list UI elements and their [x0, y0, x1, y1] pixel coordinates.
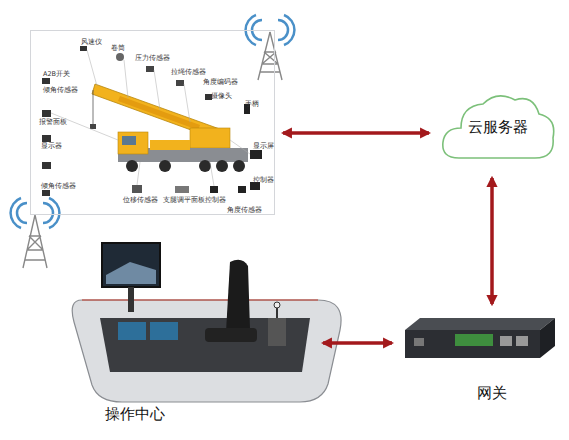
sensor-label: 显示屏: [253, 143, 274, 150]
cab-window: [122, 136, 136, 145]
node-label: 云服务器: [468, 120, 528, 135]
crane-boom-section: [118, 96, 200, 130]
double-arrow: [283, 131, 429, 135]
sensor-icon: [42, 162, 51, 169]
sensor-icon: [250, 150, 262, 159]
hoist-rope: [93, 90, 94, 125]
hook-block: [90, 124, 96, 129]
wheel: [126, 160, 138, 172]
terminal-block: [455, 334, 493, 346]
double-arrow: [323, 341, 392, 345]
antenna-port: [414, 338, 424, 346]
leader-line: [87, 50, 97, 86]
tower-lattice: [258, 32, 282, 80]
wheel: [233, 160, 245, 172]
cloud-server: 云服务器: [437, 86, 560, 170]
joystick-knob: [274, 302, 280, 308]
sensor-icon: [42, 78, 50, 84]
gateway-top: [405, 318, 555, 330]
sensor-label: 摄像头: [211, 93, 232, 100]
gateway-illustration: [405, 318, 555, 358]
gateway: 网关: [400, 312, 560, 407]
sensor-icon: [42, 110, 51, 117]
panel-background: [30, 30, 275, 215]
monitor-screen: [102, 243, 160, 287]
sensor-icon: [176, 80, 184, 86]
monitor-stand: [128, 287, 134, 312]
sensor-label: 报警面板: [39, 119, 67, 126]
cloud-shape: [443, 96, 554, 158]
seat-back: [226, 260, 250, 332]
sensor-label: 控制器: [205, 197, 226, 204]
sensor-icon: [210, 186, 218, 193]
operation-center: 操作中心: [65, 250, 315, 430]
crane-sensor-panel: 风速仪卷筒压力传感器拉绳传感器角度编码器摄像头手柄A2B开关倾角传感器报警面板显…: [30, 30, 275, 215]
leader-line: [210, 162, 214, 186]
truck-cab: [118, 132, 148, 154]
gateway-front: [405, 330, 540, 358]
sensor-label: 压力传感器: [135, 55, 170, 62]
leader-line: [51, 113, 118, 140]
wheel: [159, 160, 171, 172]
sensor-label: 倾角传感器: [41, 183, 76, 190]
sensor-icon: [42, 135, 51, 142]
sensor-label: 控制器: [253, 177, 274, 184]
seat-cushion: [205, 328, 257, 342]
node-label: 网关: [477, 386, 507, 401]
sensor-icon: [132, 185, 142, 193]
wheel: [199, 160, 211, 172]
leader-line: [154, 70, 160, 110]
sensor-icon: [205, 94, 212, 100]
sensor-label: 拉绳传感器: [171, 69, 206, 76]
tower-lattice: [23, 215, 47, 268]
antenna-tower: [246, 15, 295, 80]
leader-line: [124, 60, 128, 98]
crane-illustration: [42, 46, 262, 196]
sensor-icon: [175, 186, 189, 193]
control-panel: [150, 322, 178, 340]
console-base: [72, 300, 341, 402]
sensor-label: 角度传感器: [227, 207, 262, 214]
sensor-icon: [116, 53, 124, 61]
double-arrow: [490, 178, 494, 304]
leader-line: [137, 162, 140, 185]
sensor-icon: [238, 186, 246, 193]
screen-image: [106, 262, 156, 284]
console-trim: [82, 300, 318, 301]
console-cockpit: [100, 318, 310, 372]
leader-lines: [51, 50, 250, 186]
network-port: [516, 336, 528, 346]
node-label: 操作中心: [105, 407, 165, 422]
sensor-label: 角度编码器: [203, 79, 238, 86]
console-illustration: [72, 243, 341, 402]
armrest-console: [268, 318, 286, 346]
sensor-label: 风速仪: [81, 39, 102, 46]
sensor-label: 手柄: [245, 101, 259, 108]
leader-line: [184, 84, 190, 122]
wheel: [216, 160, 228, 172]
control-panel: [118, 322, 146, 340]
signal-waves: [11, 198, 60, 228]
gateway-side: [540, 318, 555, 358]
truck-body: [150, 140, 190, 150]
sensor-icon: [42, 190, 50, 196]
crane-turret: [190, 128, 230, 148]
network-port: [500, 336, 512, 346]
sensor-label: 卷筒: [111, 45, 125, 52]
sensor-icon: [146, 66, 154, 72]
sensor-label: 显示器: [41, 143, 62, 150]
sensor-label: 支腿调平面板: [163, 197, 205, 204]
sensor-label: 位移传感器: [123, 197, 158, 204]
leader-line: [230, 140, 250, 154]
sensor-icon: [80, 46, 87, 51]
antenna-tower: [11, 198, 60, 268]
sensor-label: 倾角传感器: [43, 87, 78, 94]
sensor-label: A2B开关: [43, 71, 70, 78]
